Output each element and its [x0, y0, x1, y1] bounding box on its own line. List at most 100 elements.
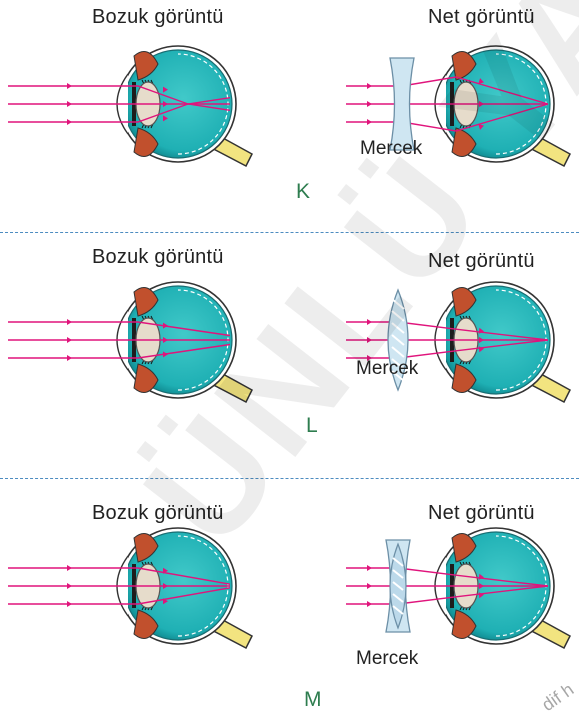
- panel-letter: L: [306, 414, 318, 437]
- ray-arrow: [67, 583, 72, 589]
- ray-arrow: [163, 583, 168, 589]
- ray-arrow: [367, 319, 372, 325]
- lens-shine: [392, 557, 404, 567]
- panel-k: Bozuk görüntü Net görüntü Mercek K: [0, 0, 579, 220]
- lens-shine: [392, 569, 404, 579]
- lens-shine: [391, 370, 405, 382]
- lens-label: Mercek: [356, 358, 419, 379]
- panel-letter: M: [304, 688, 322, 711]
- lens-shine: [391, 322, 405, 334]
- ray-arrow: [67, 319, 72, 325]
- lower-muscle: [451, 363, 477, 393]
- upper-muscle: [451, 533, 477, 563]
- left-rays: [8, 319, 231, 361]
- left-caption: Bozuk görüntü: [92, 6, 224, 28]
- ray-arrow: [163, 351, 168, 358]
- light-ray: [8, 567, 231, 585]
- ray-arrow: [478, 592, 484, 599]
- right-eye: [434, 527, 571, 650]
- right-eye: [434, 281, 571, 404]
- ray-arrow: [67, 83, 72, 89]
- panel-l: Bozuk görüntü Net görüntü Mercek L: [0, 236, 579, 458]
- corrective-lens: [385, 539, 411, 633]
- ray-arrow: [367, 583, 372, 589]
- ray-arrow: [478, 327, 484, 334]
- upper-muscle: [451, 287, 477, 317]
- corrective-lens: [389, 57, 415, 151]
- lens-shine: [391, 358, 405, 370]
- left-caption: Bozuk görüntü: [92, 502, 224, 524]
- lens-shine: [392, 581, 404, 591]
- light-ray: [8, 97, 231, 123]
- left-eye: [116, 527, 253, 650]
- ray-arrow: [163, 322, 168, 329]
- right-eye: [434, 45, 571, 168]
- light-ray: [346, 103, 549, 132]
- right-caption: Net görüntü: [428, 6, 535, 28]
- light-ray: [8, 321, 231, 337]
- upper-muscle: [133, 287, 159, 317]
- lens-shine: [391, 346, 405, 358]
- divider-2: [0, 478, 579, 479]
- ray-arrow: [479, 583, 484, 589]
- left-rays: [8, 83, 231, 125]
- right-rays: [346, 319, 549, 361]
- lens-shine: [391, 298, 405, 310]
- ray-arrow: [163, 598, 168, 605]
- panel-m: Bozuk görüntü Net görüntü Mercek M: [0, 482, 579, 711]
- ray-arrow: [367, 101, 372, 107]
- lens-shine: [391, 310, 405, 322]
- ray-arrow: [163, 101, 168, 107]
- ray-arrow: [479, 101, 484, 107]
- ray-arrow: [367, 601, 372, 607]
- light-ray: [8, 343, 231, 359]
- lower-muscle: [133, 609, 159, 639]
- ray-arrow: [367, 337, 372, 343]
- ray-arrow: [478, 573, 484, 580]
- right-caption: Net görüntü: [428, 502, 535, 524]
- panel-k-diagram: [8, 45, 571, 168]
- upper-muscle: [133, 533, 159, 563]
- ray-arrow: [478, 346, 484, 353]
- lens-label: Mercek: [356, 648, 419, 669]
- panel-l-diagram: [8, 281, 571, 404]
- divider-1: [0, 232, 579, 233]
- ray-arrow: [67, 565, 72, 571]
- ray-arrow: [367, 83, 372, 89]
- left-rays: [8, 565, 231, 607]
- ray-arrow: [479, 337, 484, 343]
- concave-lens: [389, 57, 415, 151]
- ray-arrow: [67, 119, 72, 125]
- upper-muscle: [133, 51, 159, 81]
- light-ray: [8, 85, 231, 111]
- right-caption: Net görüntü: [428, 250, 535, 272]
- ray-arrow: [67, 601, 72, 607]
- panel-m-diagram: [8, 527, 571, 650]
- lens-shine: [392, 593, 404, 603]
- light-ray: [8, 587, 231, 605]
- ray-arrow: [163, 567, 168, 574]
- lens-shine: [391, 334, 405, 346]
- ray-arrow: [478, 124, 484, 130]
- right-rays: [346, 76, 549, 132]
- ray-arrow: [67, 101, 72, 107]
- lower-muscle: [451, 609, 477, 639]
- ray-arrow: [367, 119, 372, 125]
- left-caption: Bozuk görüntü: [92, 246, 224, 268]
- lens-label: Mercek: [360, 138, 423, 159]
- panel-letter: K: [296, 180, 311, 203]
- ray-arrow: [163, 86, 168, 93]
- ray-arrow: [367, 355, 372, 361]
- lower-muscle: [133, 127, 159, 157]
- left-eye: [116, 281, 253, 404]
- light-ray: [346, 76, 549, 105]
- ray-arrow: [67, 355, 72, 361]
- right-rays: [346, 565, 549, 607]
- ray-arrow: [367, 565, 372, 571]
- lens-shine: [392, 605, 404, 615]
- lower-muscle: [133, 363, 159, 393]
- ray-arrow: [163, 115, 168, 122]
- ray-arrow: [163, 337, 168, 343]
- ray-arrow: [67, 337, 72, 343]
- ray-arrow: [478, 78, 484, 84]
